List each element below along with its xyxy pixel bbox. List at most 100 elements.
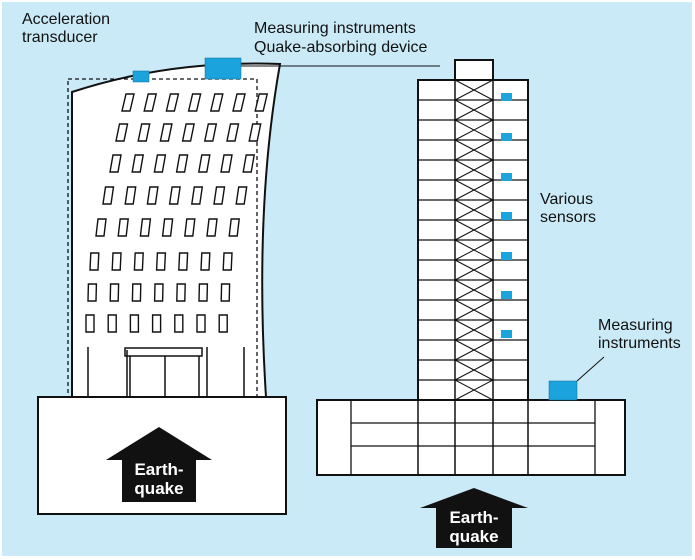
window [176, 283, 186, 302]
window [209, 93, 224, 112]
window [111, 252, 122, 271]
window [206, 218, 218, 237]
quake-absorbing-device-label: Quake-absorbing device [254, 39, 428, 56]
window [115, 123, 129, 142]
window [196, 314, 206, 333]
earthquake-arrow-icon [106, 427, 212, 502]
cross-brace [454, 159, 494, 181]
window [181, 123, 195, 142]
cross-brace [454, 79, 494, 101]
window [159, 123, 173, 142]
window [131, 283, 142, 302]
window [254, 93, 269, 112]
window [175, 154, 189, 173]
right-building-base [316, 399, 626, 476]
left-building-windows [85, 93, 269, 333]
sensor-icon [501, 173, 512, 181]
earthquake-arrow-right-line1: Earth- [449, 508, 499, 527]
cross-brace [454, 99, 494, 121]
right-building-columns [417, 80, 529, 475]
window [232, 93, 246, 112]
window [131, 154, 145, 173]
measuring-instruments-right-label-line2: instruments [598, 335, 681, 352]
window [198, 283, 209, 302]
window [174, 314, 184, 333]
window [133, 252, 144, 271]
window [139, 218, 152, 237]
right-building-penthouse [454, 59, 494, 81]
instrument-leader-line [576, 356, 605, 382]
cross-brace [454, 239, 494, 261]
window [168, 186, 181, 205]
cross-brace [454, 139, 494, 161]
earthquake-arrow-left-line2: quake [134, 479, 184, 498]
window [107, 314, 117, 333]
left-building-entrance [87, 347, 245, 397]
right-building [316, 59, 626, 476]
window [190, 186, 204, 205]
window [155, 252, 167, 271]
cross-brace [454, 299, 494, 321]
sensor-icon [501, 133, 512, 141]
measuring-instruments-top-label: Measuring instruments [254, 20, 416, 37]
right-building-frame-grid [418, 79, 528, 401]
window [235, 186, 248, 205]
earthquake-arrow-left-line1: Earth- [134, 460, 184, 479]
window [220, 283, 231, 302]
window [109, 154, 122, 173]
earthquake-arrow-left-label: Earth- quake [122, 460, 196, 498]
window [151, 314, 162, 333]
window [153, 154, 167, 173]
cross-brace [454, 319, 494, 341]
window [222, 252, 233, 271]
window [184, 218, 196, 237]
right-building-base-lines [350, 400, 596, 475]
window [248, 123, 262, 142]
cross-brace [454, 199, 494, 221]
window [242, 154, 256, 173]
earthquake-arrow-right-line2: quake [449, 527, 499, 546]
cross-brace [454, 279, 494, 301]
window [228, 218, 240, 237]
sensor-icon [501, 212, 512, 220]
window [197, 154, 211, 173]
measuring-instruments-right-label: Measuring instruments [598, 317, 681, 353]
cross-brace [454, 119, 494, 141]
window [200, 252, 211, 271]
cross-brace [454, 339, 494, 361]
cross-brace [454, 179, 494, 201]
various-sensors-label-line1: Various [540, 191, 594, 208]
window [89, 252, 100, 271]
earthquake-arrow-right-label: Earth- quake [436, 508, 512, 546]
window [102, 186, 115, 205]
window [218, 314, 228, 333]
cross-brace [454, 259, 494, 281]
window [153, 283, 164, 302]
window [117, 218, 129, 237]
window [137, 123, 151, 142]
window [220, 154, 233, 173]
window [129, 314, 140, 333]
various-sensors-label: Various sensors [540, 191, 596, 227]
earthquake-arrow-icon [420, 488, 528, 548]
window [178, 252, 189, 271]
acceleration-transducer-label: Acceleration transducer [22, 11, 110, 47]
cross-brace [454, 219, 494, 241]
sensor-icon [501, 330, 512, 338]
window [124, 186, 137, 205]
cross-brace [454, 379, 494, 401]
window [161, 218, 174, 237]
acceleration-transducer-label-line2: transducer [22, 29, 98, 46]
various-sensors-label-line2: sensors [540, 209, 597, 226]
original-position-outline [67, 78, 258, 398]
sensor-icon [501, 252, 512, 260]
window [203, 123, 218, 142]
window [85, 314, 95, 333]
sensor-icon [501, 93, 512, 101]
window [87, 283, 98, 302]
window [226, 123, 240, 142]
measuring-instrument-icon [548, 380, 578, 401]
window [109, 283, 120, 302]
